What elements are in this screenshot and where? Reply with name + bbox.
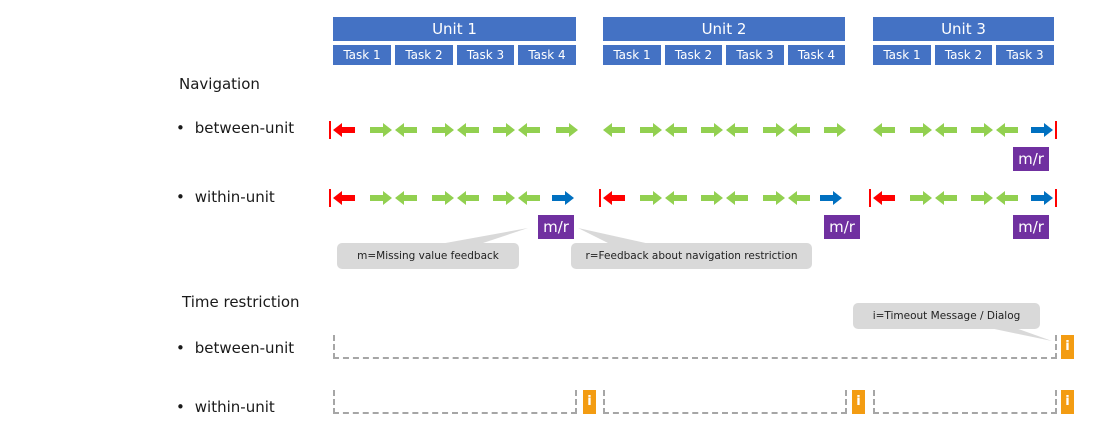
unit-2-task-2: Task 2 (665, 45, 722, 65)
back-arrow-icon (873, 123, 895, 137)
boundary-bar-icon (1055, 121, 1057, 139)
back-arrow-icon (788, 123, 810, 137)
unit-1-header: Unit 1 (333, 17, 576, 41)
boundary-left-arrow-icon (333, 123, 355, 137)
time-restriction-heading: Time restriction (182, 293, 300, 311)
time-within-unit-3-span (873, 390, 1057, 414)
next-arrow-icon (370, 123, 392, 137)
boundary-bar-icon (329, 121, 331, 139)
time-within-unit-2-span (603, 390, 847, 414)
unit-1-task-1: Task 1 (333, 45, 391, 65)
boundary-bar-icon (1055, 189, 1057, 207)
boundary-bar-icon (869, 189, 871, 207)
back-arrow-icon (518, 191, 540, 205)
boundary-left-arrow-icon (603, 191, 625, 205)
between-unit-feedback-badge: m/r (1013, 147, 1049, 171)
unit-2-task-1: Task 1 (603, 45, 661, 65)
nav-between-unit-label: • between-unit (176, 119, 295, 137)
exit-right-arrow-icon (1031, 123, 1053, 137)
next-arrow-icon (971, 191, 993, 205)
unit-3-task-3: Task 3 (996, 45, 1054, 65)
next-arrow-icon (701, 123, 723, 137)
next-arrow-icon (493, 123, 515, 137)
back-arrow-icon (665, 191, 687, 205)
unit-1-feedback-badge: m/r (538, 215, 574, 239)
unit-3-task-2: Task 2 (935, 45, 992, 65)
navigation-heading: Navigation (179, 75, 260, 93)
time-within-unit-label: • within-unit (176, 398, 275, 416)
back-arrow-icon (726, 123, 748, 137)
back-arrow-icon (457, 191, 479, 205)
boundary-left-arrow-icon (333, 191, 355, 205)
callout-r-tail (578, 228, 650, 244)
next-arrow-icon (640, 123, 662, 137)
boundary-bar-icon (329, 189, 331, 207)
time-within-unit-text: within-unit (194, 398, 275, 416)
time-within-unit-1-span (333, 390, 577, 414)
callout-navigation-restriction: r=Feedback about navigation restriction (571, 243, 812, 269)
time-between-unit-span (333, 335, 1057, 359)
back-arrow-icon (935, 123, 957, 137)
boundary-bar-icon (599, 189, 601, 207)
back-arrow-icon (457, 123, 479, 137)
back-arrow-icon (518, 123, 540, 137)
next-arrow-icon (370, 191, 392, 205)
back-arrow-icon (665, 123, 687, 137)
back-arrow-icon (996, 123, 1018, 137)
next-arrow-icon (432, 191, 454, 205)
callout-timeout: i=Timeout Message / Dialog (853, 303, 1040, 329)
next-arrow-icon (824, 123, 846, 137)
back-arrow-icon (788, 191, 810, 205)
callout-i-tail (980, 326, 1052, 341)
unit-3-header: Unit 3 (873, 17, 1054, 41)
exit-right-arrow-icon (1031, 191, 1053, 205)
time-between-unit-timeout-badge: i (1061, 335, 1074, 359)
next-arrow-icon (493, 191, 515, 205)
back-arrow-icon (726, 191, 748, 205)
unit-2-task-3: Task 3 (726, 45, 784, 65)
back-arrow-icon (603, 123, 625, 137)
unit-3-feedback-badge: m/r (1013, 215, 1049, 239)
back-arrow-icon (395, 123, 417, 137)
next-arrow-icon (763, 191, 785, 205)
next-arrow-icon (763, 123, 785, 137)
callout-missing-value: m=Missing value feedback (337, 243, 519, 269)
unit-1-task-2: Task 2 (395, 45, 453, 65)
time-unit-3-timeout-badge: i (1061, 390, 1074, 414)
back-arrow-icon (935, 191, 957, 205)
next-arrow-icon (701, 191, 723, 205)
exit-right-arrow-icon (820, 191, 842, 205)
callout-m-tail (440, 228, 528, 244)
next-arrow-icon (432, 123, 454, 137)
next-arrow-icon (556, 123, 578, 137)
unit-2-feedback-badge: m/r (824, 215, 860, 239)
back-arrow-icon (996, 191, 1018, 205)
nav-within-unit-label: • within-unit (176, 188, 275, 206)
next-arrow-icon (910, 191, 932, 205)
unit-2-task-4: Task 4 (788, 45, 845, 65)
unit-3-task-1: Task 1 (873, 45, 931, 65)
time-unit-2-timeout-badge: i (852, 390, 865, 414)
time-between-unit-text: between-unit (194, 339, 295, 357)
next-arrow-icon (971, 123, 993, 137)
unit-1-task-3: Task 3 (457, 45, 514, 65)
nav-within-unit-text: within-unit (194, 188, 275, 206)
exit-right-arrow-icon (552, 191, 574, 205)
time-between-unit-label: • between-unit (176, 339, 295, 357)
back-arrow-icon (395, 191, 417, 205)
boundary-left-arrow-icon (873, 191, 895, 205)
unit-2-header: Unit 2 (603, 17, 845, 41)
unit-1-task-4: Task 4 (518, 45, 576, 65)
time-unit-1-timeout-badge: i (583, 390, 596, 414)
nav-between-unit-text: between-unit (194, 119, 295, 137)
next-arrow-icon (910, 123, 932, 137)
next-arrow-icon (640, 191, 662, 205)
